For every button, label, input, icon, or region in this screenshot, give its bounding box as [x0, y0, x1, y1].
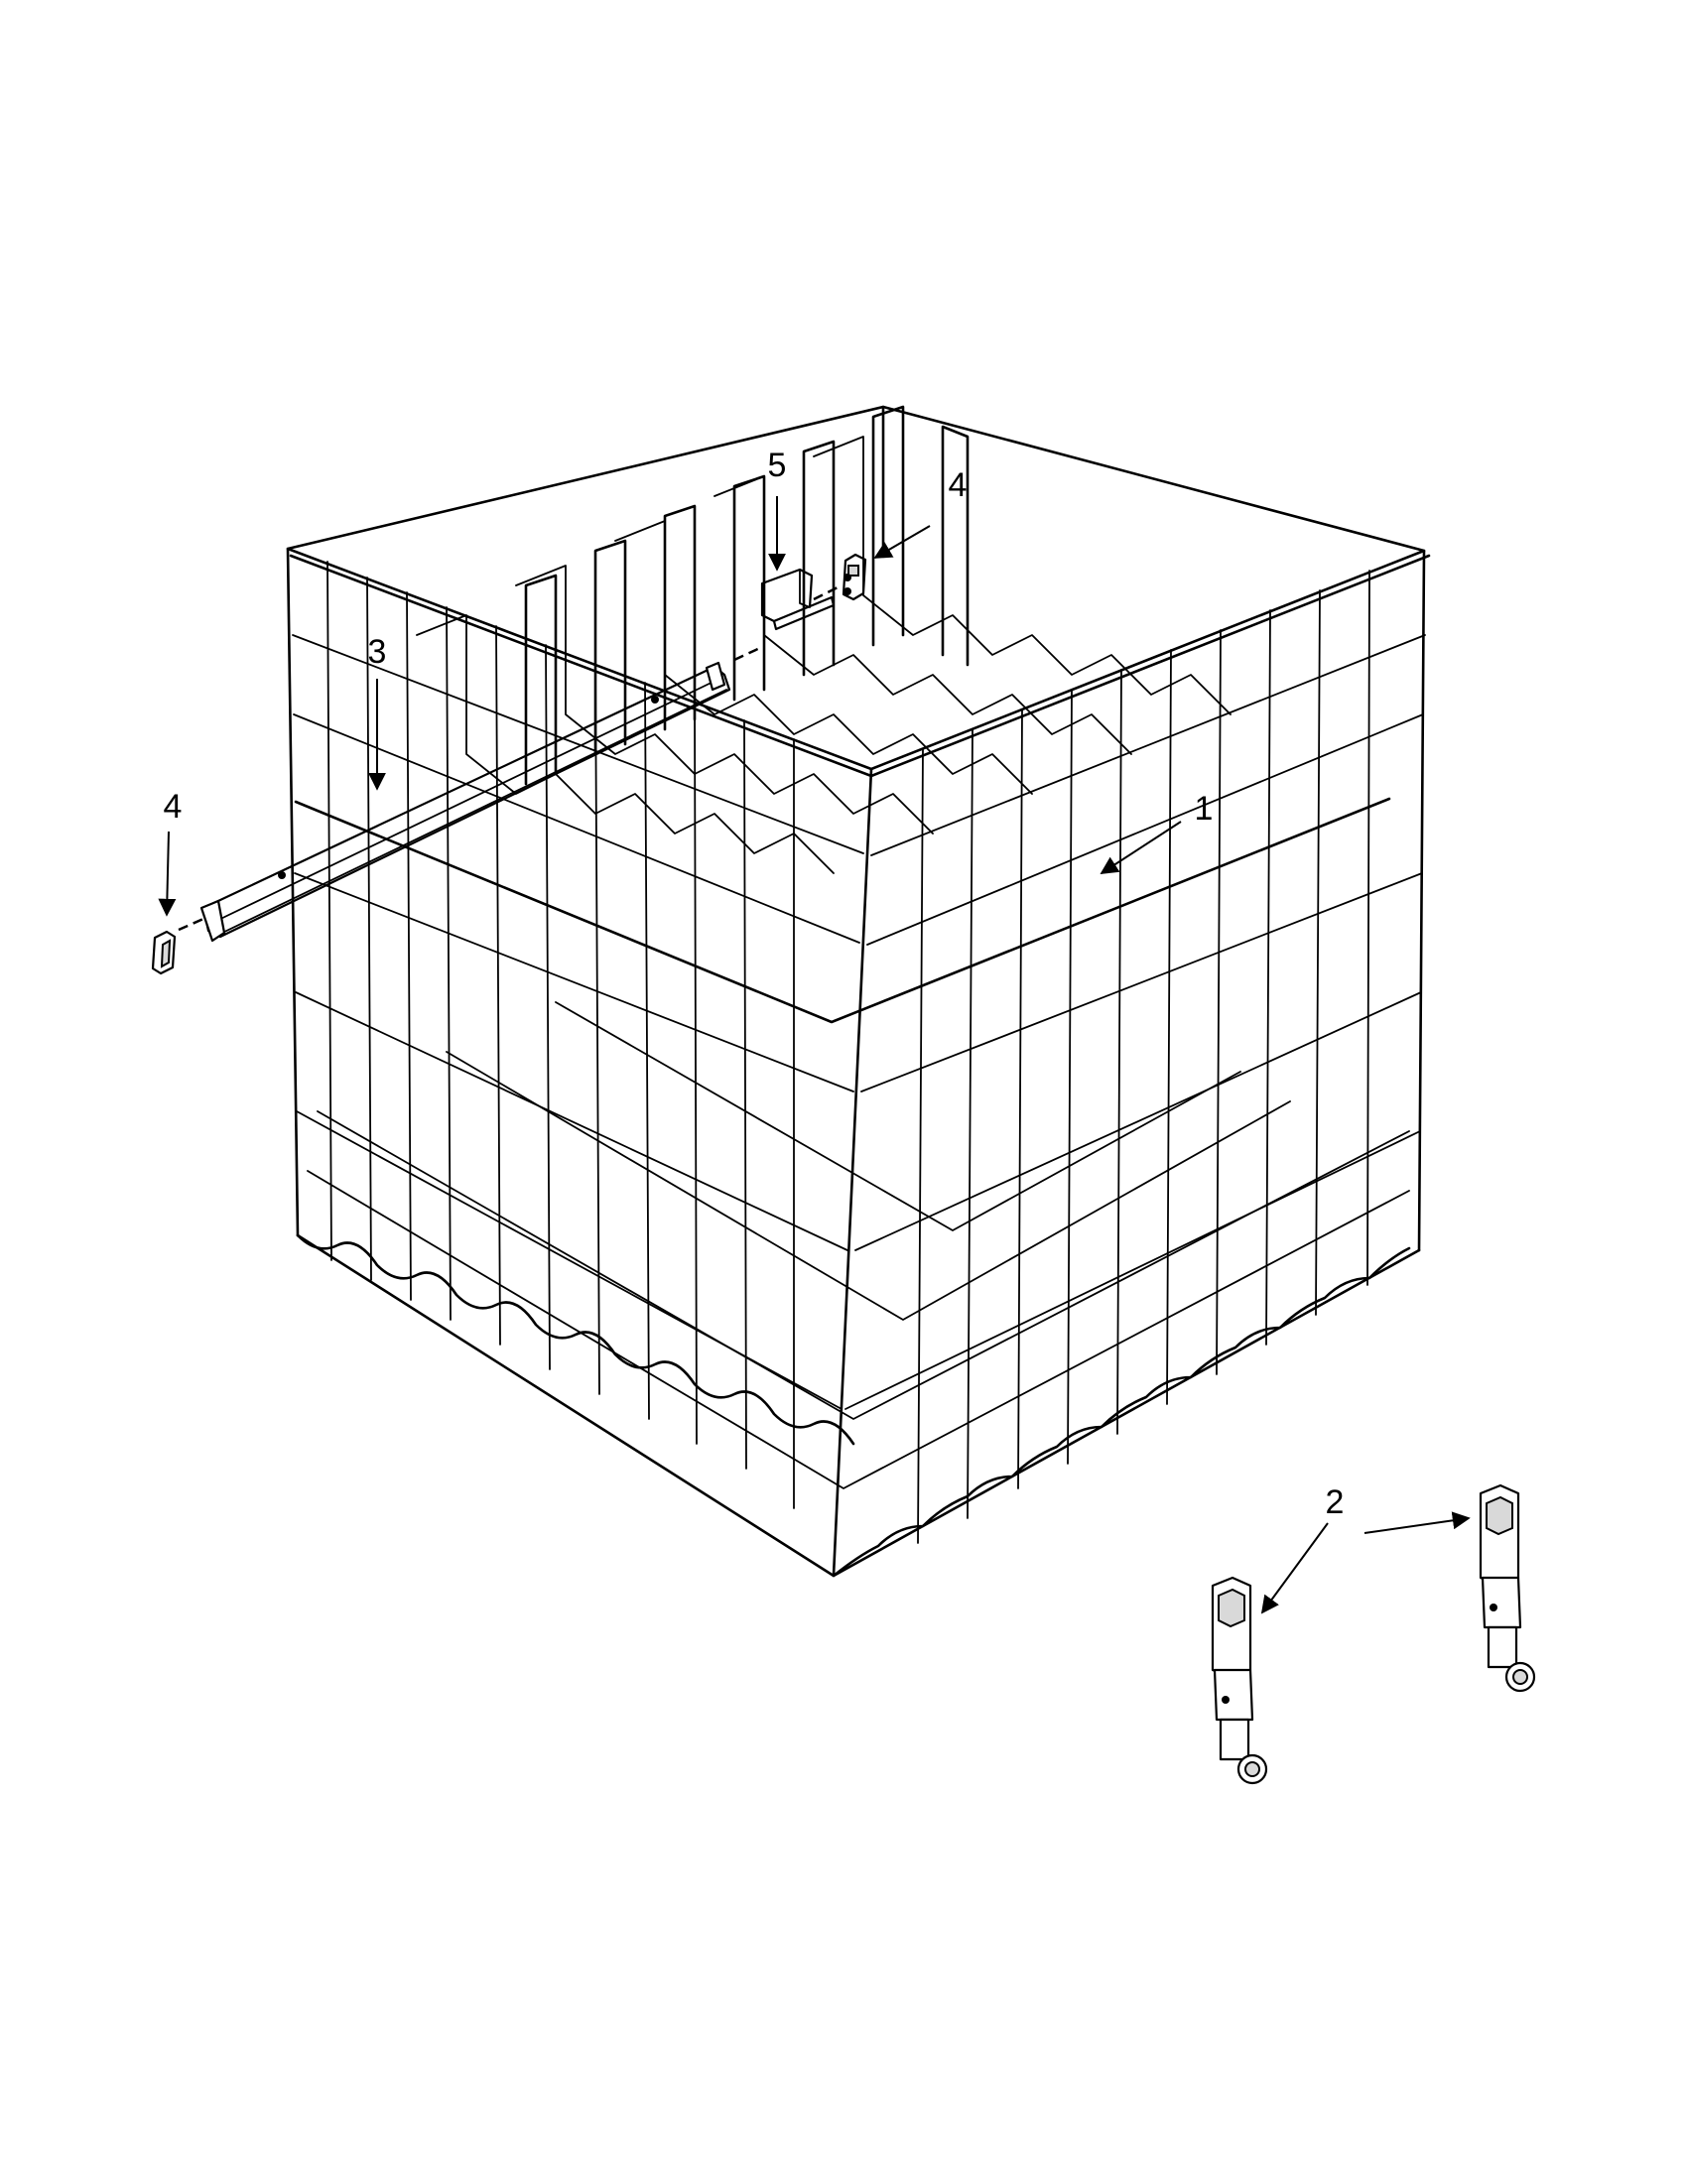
dishrack-basket	[286, 405, 1431, 1578]
leader-4-top	[873, 525, 931, 559]
leader-4-left	[158, 831, 177, 917]
rack-rail	[199, 661, 731, 943]
leader-2-left	[1260, 1522, 1329, 1614]
callout-5: 5	[768, 447, 787, 484]
rail-stop	[733, 568, 836, 662]
rail-end-cap-top	[813, 553, 867, 601]
callout-3: 3	[368, 633, 387, 671]
callout-2: 2	[1326, 1483, 1345, 1521]
leader-2-right	[1363, 1511, 1471, 1534]
callout-1: 1	[1195, 790, 1214, 828]
roller-wheel-assembly-left	[1211, 1576, 1268, 1785]
roller-wheel-assembly-right	[1479, 1483, 1536, 1693]
rail-end-cap-left	[151, 917, 204, 975]
callout-4-left: 4	[164, 788, 183, 826]
leader-1	[1100, 821, 1182, 874]
callout-4-top: 4	[949, 466, 968, 504]
leader-lines	[158, 496, 1471, 1614]
